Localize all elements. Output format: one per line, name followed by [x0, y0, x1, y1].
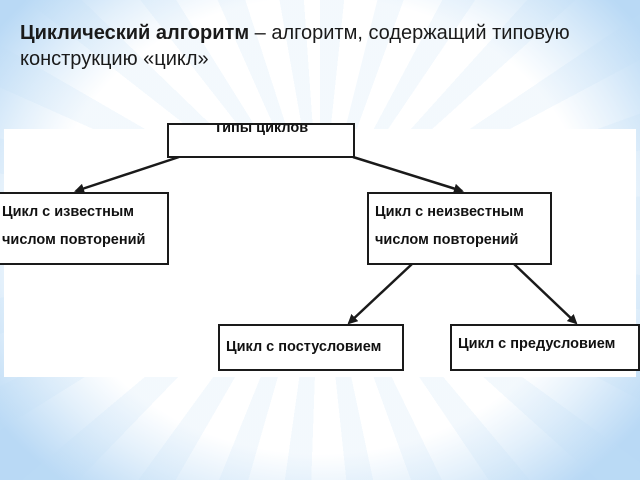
arrow-root-to-known — [74, 155, 180, 194]
heading-definition: – алгоритм, содержащий типовую конструкц… — [20, 22, 570, 70]
node-precondition-loop: Цикл с предусловием — [450, 324, 640, 371]
node-precondition-label: Цикл с предусловием — [458, 336, 616, 352]
node-unknown-line1: Цикл с неизвестным — [375, 204, 524, 220]
arrow-unknown-to-pre — [513, 263, 578, 325]
node-known-line1: Цикл с известным — [2, 204, 135, 220]
node-known-count-loop: Цикл с известным числом повторений — [0, 192, 169, 265]
arrow-root-to-unknown — [352, 155, 464, 194]
node-postcondition-loop: Цикл с постусловием — [218, 324, 404, 371]
heading-term: Циклический алгоритм — [20, 22, 250, 44]
loop-types-diagram: Типы циклов Цикл с известным числом повт… — [0, 123, 640, 377]
node-postcondition-label: Цикл с постусловием — [226, 339, 382, 355]
node-loop-types-label: Типы циклов — [213, 123, 309, 136]
slide-heading: Циклический алгоритм – алгоритм, содержа… — [20, 20, 620, 72]
node-unknown-count-loop: Цикл с неизвестным числом повторений — [367, 192, 552, 265]
node-loop-types: Типы циклов — [167, 123, 355, 158]
node-known-line2: числом повторений — [2, 232, 146, 248]
diagram-arrows — [74, 155, 578, 325]
arrow-unknown-to-post — [347, 263, 413, 325]
node-unknown-line2: числом повторений — [375, 232, 519, 248]
